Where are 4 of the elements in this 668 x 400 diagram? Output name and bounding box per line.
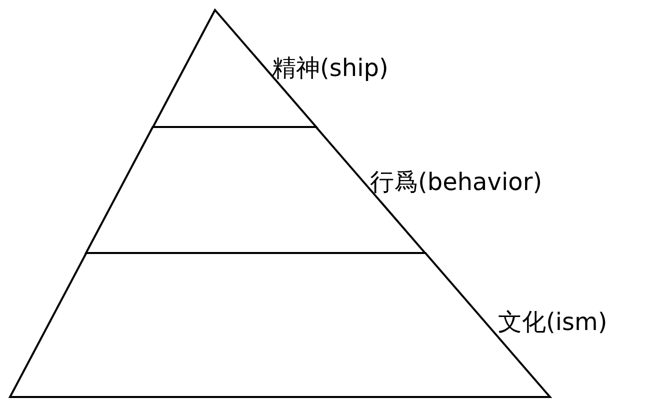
layer-label: 精神(ship) bbox=[272, 54, 388, 82]
pyramid-layer bbox=[86, 127, 540, 253]
layer-label: 文化(ism) bbox=[498, 308, 608, 336]
layer-label: 行爲(behavior) bbox=[370, 168, 542, 196]
